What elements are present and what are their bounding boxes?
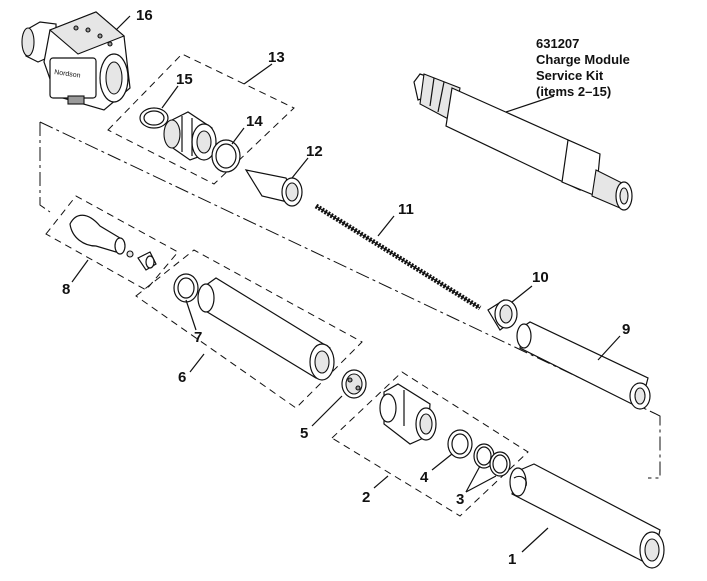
group-2-box: [331, 371, 529, 517]
label-1: 1: [508, 551, 516, 568]
part-14-o-ring: [211, 139, 241, 173]
label-7: 7: [194, 329, 202, 346]
label-3: 3: [456, 491, 464, 508]
part-1-outer-body: [509, 463, 665, 569]
group-6-box: [135, 249, 363, 409]
label-14: 14: [246, 113, 263, 130]
assembly-centerline: [39, 122, 51, 213]
group-13-box: [107, 53, 295, 185]
leader-lines: [71, 15, 621, 553]
part-9-tube: [516, 321, 651, 410]
label-13: 13: [268, 49, 285, 66]
label-12: 12: [306, 143, 323, 160]
part-11-threaded-rod: [314, 203, 482, 311]
label-11: 11: [398, 201, 414, 218]
label-2: 2: [362, 489, 370, 506]
part-3-o-rings: [473, 443, 511, 477]
label-8: 8: [62, 281, 70, 298]
label-15: 15: [176, 71, 193, 88]
label-9: 9: [622, 321, 630, 338]
label-6: 6: [178, 369, 186, 386]
part-16-gun-head: Nordson: [21, 11, 131, 111]
group-8-box: [45, 195, 179, 291]
label-5: 5: [300, 425, 308, 442]
part-15-o-ring: [139, 107, 169, 129]
gun-head-logo-text: Nordson: [54, 69, 81, 80]
part-4-o-ring: [447, 429, 473, 459]
part-8-nozzle-assembly: [69, 214, 157, 271]
label-4: 4: [420, 469, 429, 486]
kit-line-2: Service Kit: [536, 68, 604, 83]
part-5-disk: [341, 369, 367, 399]
part-7-o-ring: [173, 273, 199, 303]
label-10: 10: [532, 269, 549, 286]
kit-line-1: Charge Module: [536, 52, 630, 67]
part-10-collar: [487, 299, 518, 331]
part-13-fitting: [163, 111, 217, 161]
kit-part-number: 631207: [536, 36, 579, 51]
label-16: 16: [136, 7, 153, 24]
kit-line-3: (items 2–15): [536, 84, 611, 99]
assembly-centerline-return: [648, 413, 661, 479]
part-2-coupler: [379, 383, 437, 445]
part-631207-charge-module-kit: [413, 73, 633, 211]
part-6-barrel-tube: [197, 277, 335, 381]
